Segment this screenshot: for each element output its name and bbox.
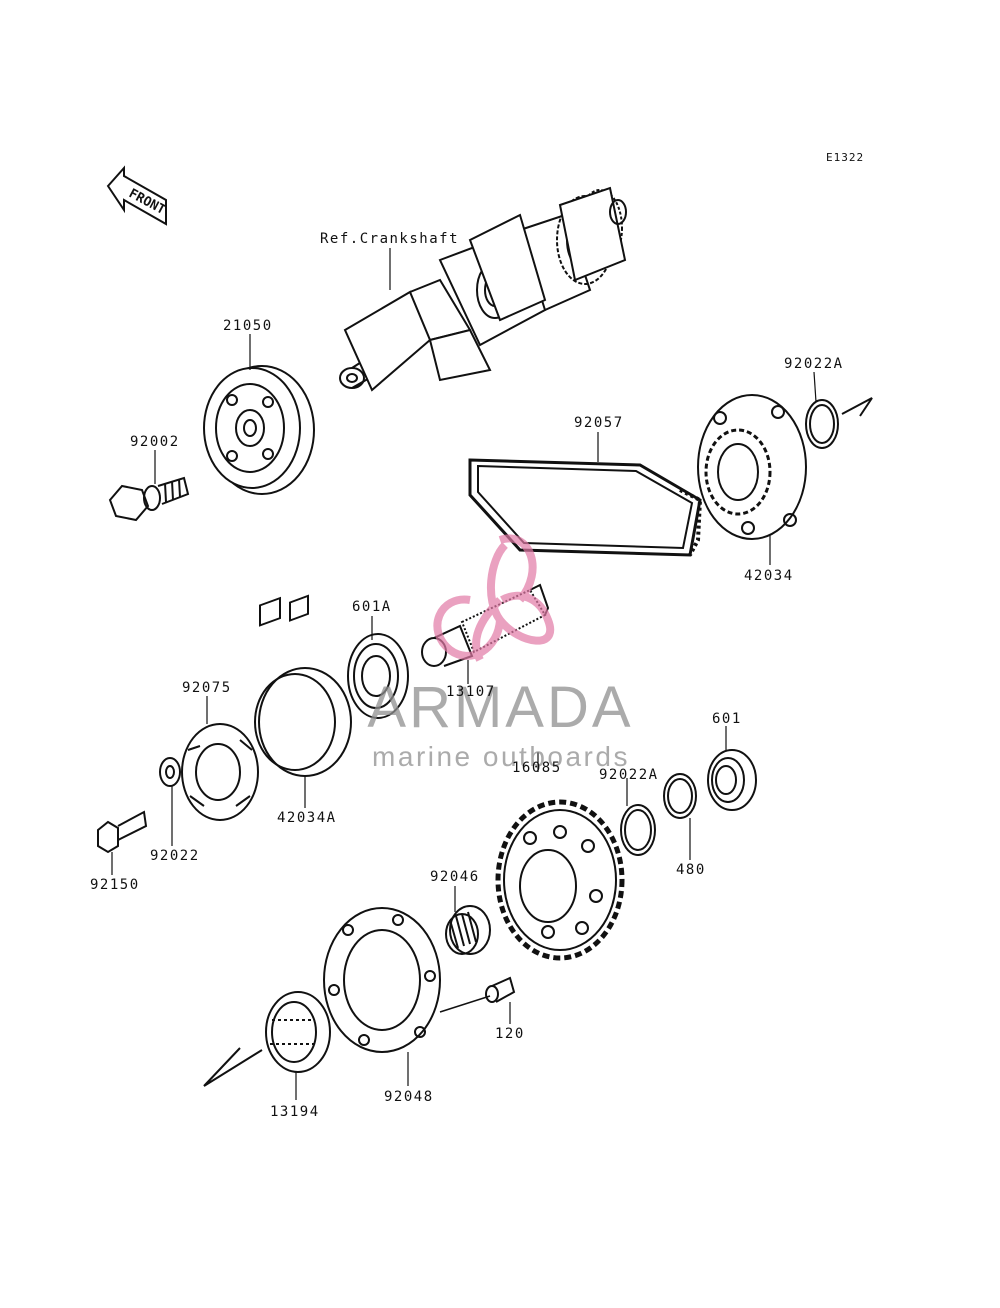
part-label-92022A-mid: 92022A: [599, 767, 659, 783]
watermark-logo-icon: [433, 534, 555, 662]
front-arrow-icon: FRONT: [106, 165, 168, 226]
ref-crankshaft-label: Ref.Crankshaft: [320, 231, 460, 247]
bolt-92150-drawing: [97, 810, 148, 854]
part-label-13194: 13194: [270, 1104, 320, 1120]
leader-lines: [111, 248, 817, 1100]
part-label-42034: 42034: [744, 568, 794, 584]
part-label-13107: 13107: [446, 684, 496, 700]
part-label-601: 601: [712, 711, 742, 727]
washer-92022-drawing: [159, 757, 181, 787]
part-label-92057: 92057: [574, 415, 624, 431]
part-label-601A: 601A: [352, 599, 392, 615]
rotor-21050-drawing: [203, 365, 315, 495]
part-label-16085: 16085: [512, 760, 562, 776]
watermark-brand-name: ARMADA: [367, 675, 634, 740]
part-label-21050: 21050: [223, 318, 273, 334]
part-label-92022: 92022: [150, 848, 200, 864]
diagram-code-label: E1322: [826, 151, 865, 164]
part-label-120: 120: [495, 1026, 525, 1042]
watermark-tagline: marine outboards: [372, 741, 630, 772]
needle-bearing-92046-drawing: [445, 905, 491, 955]
part-label-480: 480: [676, 862, 706, 878]
ring-92022A-top-drawing: [805, 399, 839, 449]
chain-92057-drawing: [468, 458, 703, 557]
bolt-92002-drawing: [108, 476, 190, 522]
crankshaft-drawing: [339, 186, 627, 392]
part-label-92046: 92046: [430, 869, 480, 885]
bearing-601-drawing: [707, 749, 757, 811]
pin-120-drawing: [439, 976, 516, 1013]
circlip-480-drawing: [663, 773, 697, 819]
bearing-601A-drawing: [347, 633, 409, 719]
hub-42034A-drawing: [254, 594, 352, 777]
one-way-clutch-13194-drawing: [203, 991, 331, 1087]
ring-92022A-mid-drawing: [620, 804, 656, 856]
part-label-92150: 92150: [90, 877, 140, 893]
sprocket-42034-drawing: [697, 394, 807, 540]
gear-16085-drawing: [495, 799, 625, 961]
part-label-92075: 92075: [182, 680, 232, 696]
part-label-42034A: 42034A: [277, 810, 337, 826]
damper-92075-drawing: [181, 723, 259, 821]
part-label-92002: 92002: [130, 434, 180, 450]
part-label-92048: 92048: [384, 1089, 434, 1105]
housing-92048-drawing: [323, 907, 441, 1053]
part-label-92022A-top: 92022A: [784, 356, 844, 372]
